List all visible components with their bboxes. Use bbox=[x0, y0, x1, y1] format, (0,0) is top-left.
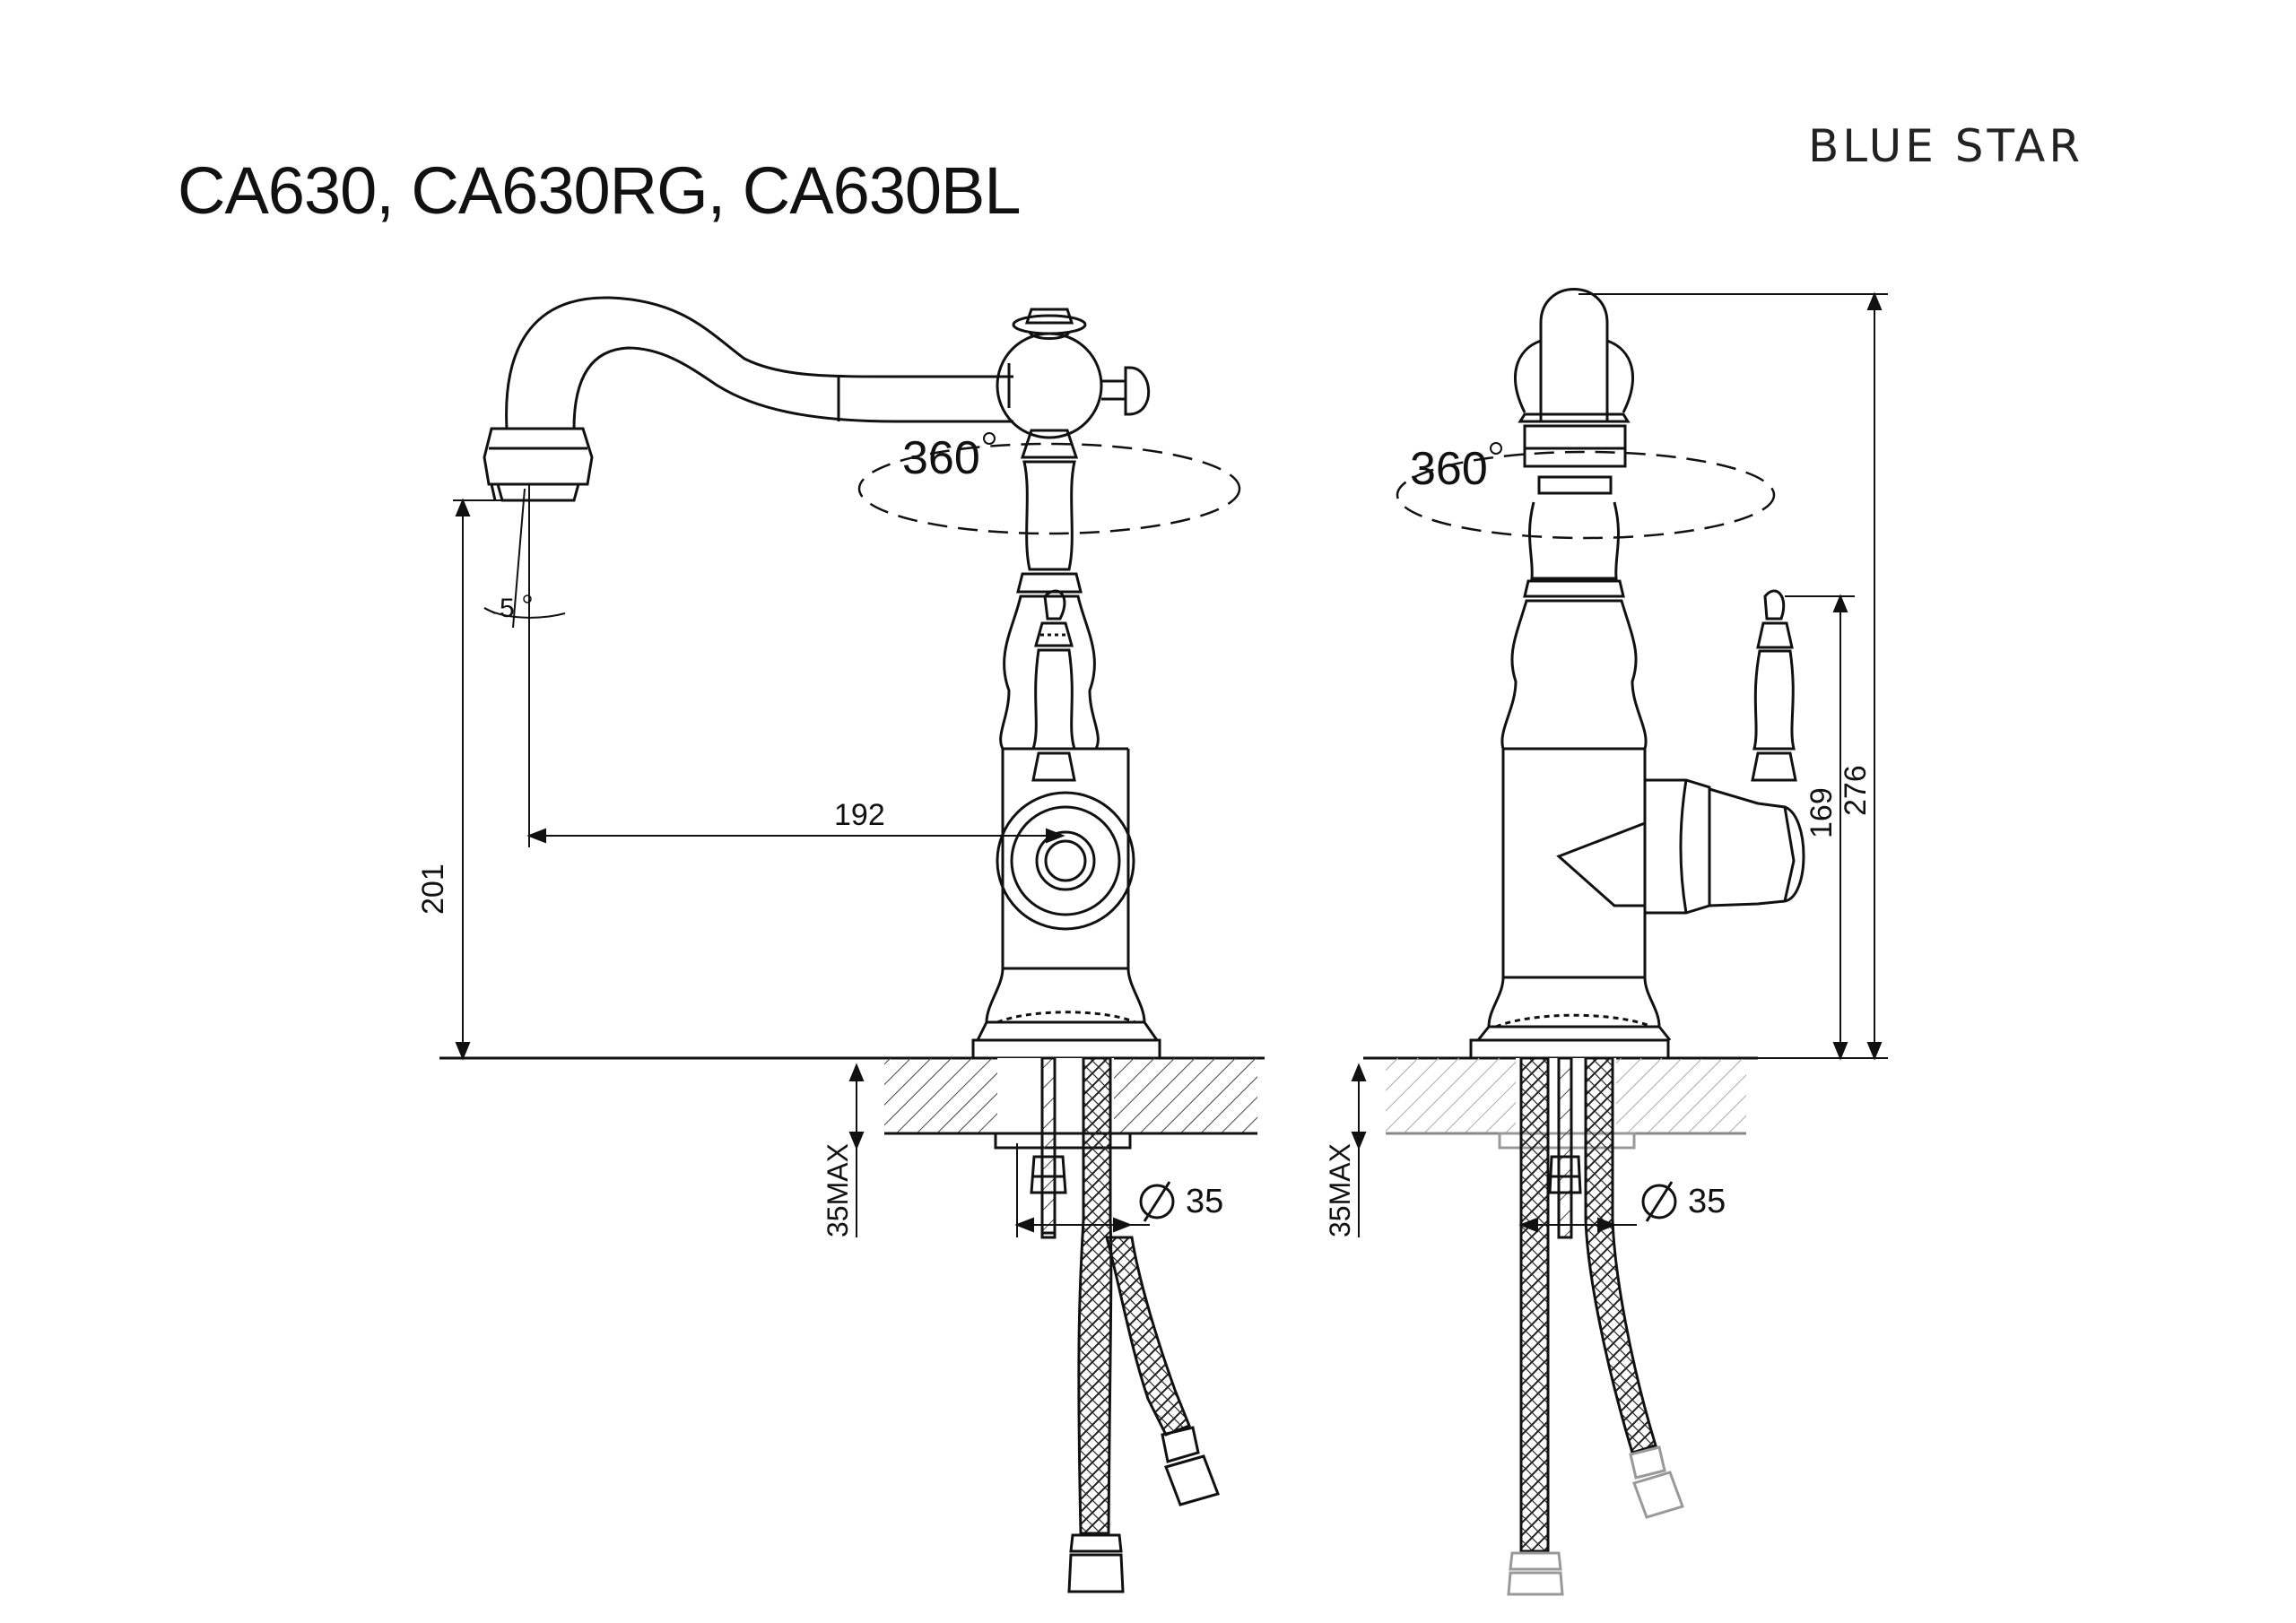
front-rotation-indicator: 360 bbox=[857, 432, 1241, 535]
side-body-column bbox=[1469, 501, 1805, 1060]
diameter-icon bbox=[1641, 1181, 1677, 1222]
degree-icon bbox=[523, 595, 532, 603]
front-mounting-hardware bbox=[1030, 1056, 1220, 1593]
front-mount-thickness-label: 35MAX bbox=[822, 1143, 854, 1237]
spout-height-label: 201 bbox=[416, 864, 450, 915]
side-hole-diameter-label: 35 bbox=[1688, 1183, 1726, 1220]
side-view bbox=[1363, 288, 1805, 1596]
total-height-label: 276 bbox=[1839, 765, 1873, 816]
front-hole-diameter-label: 35 bbox=[1186, 1183, 1223, 1220]
side-mount-thickness-label: 35MAX bbox=[1324, 1143, 1356, 1237]
side-spout bbox=[1514, 288, 1634, 495]
front-rotation-label: 360 bbox=[902, 432, 980, 484]
front-swivel-hub bbox=[996, 308, 1151, 459]
page-title: CA630, CA630RG, CA630BL bbox=[178, 153, 1022, 228]
lever-height-label: 169 bbox=[1805, 787, 1839, 838]
diameter-icon bbox=[1139, 1181, 1175, 1222]
front-countertop bbox=[439, 1056, 1265, 1150]
spout-angle-label: 5 bbox=[500, 594, 515, 623]
front-view bbox=[439, 296, 1265, 1593]
side-mounting-hardware bbox=[1507, 1056, 1684, 1596]
brand-logo: BLUE STAR bbox=[1808, 120, 2084, 172]
side-rotation-indicator: 360 bbox=[1396, 442, 1776, 540]
front-body-column bbox=[971, 460, 1161, 1060]
side-rotation-label: 360 bbox=[1410, 443, 1488, 495]
degree-icon bbox=[983, 432, 996, 445]
front-dimensions bbox=[453, 484, 1150, 1237]
spout-reach-label: 192 bbox=[834, 798, 885, 832]
side-dimensions bbox=[1351, 291, 1888, 1237]
degree-icon bbox=[1490, 442, 1502, 455]
front-spout bbox=[483, 296, 1013, 502]
